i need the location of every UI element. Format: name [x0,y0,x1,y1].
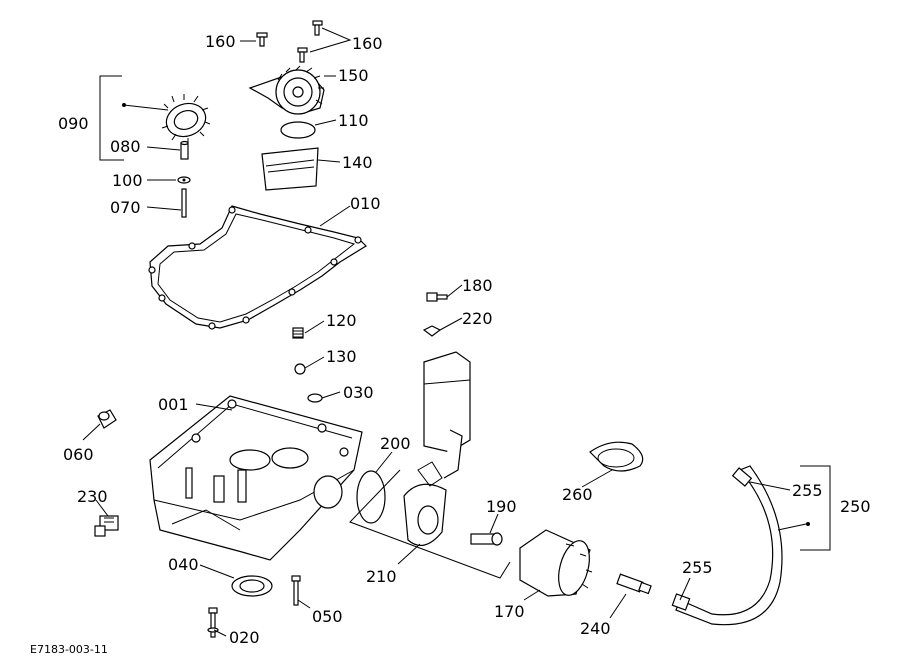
screw-160-c [297,47,308,63]
label-020: 020 [229,628,260,647]
shaft-080 [180,140,189,160]
spring-120 [292,327,304,339]
bracket-box-210 [349,469,511,579]
leader-lines [82,27,831,637]
nut-220 [422,325,442,337]
label-001: 001 [158,395,189,414]
label-080: 080 [110,137,141,156]
adapter-240 [616,573,652,595]
label-170: 170 [494,602,525,621]
oil-pan-001 [149,395,363,561]
label-120: 120 [326,311,357,330]
label-130: 130 [326,347,357,366]
label-190: 190 [486,497,517,516]
idle-gear-090 [161,94,211,144]
label-210: 210 [366,567,397,586]
label-160: 160 [205,32,236,51]
filter-bracket-210 [403,351,471,547]
bolt-050 [291,575,301,606]
label-040: 040 [168,555,199,574]
screw-160-a [256,32,268,47]
sensor-230 [94,515,119,537]
label-255: 255 [682,558,713,577]
label-110: 110 [338,111,369,130]
washer-030 [307,393,323,403]
oil-strainer-140 [261,147,319,191]
label-070: 070 [110,198,141,217]
label-240: 240 [580,619,611,638]
gasket-010 [148,205,367,330]
label-255: 255 [792,481,823,500]
label-180: 180 [462,276,493,295]
label-140: 140 [342,153,373,172]
bolt-020 [207,607,219,638]
seal-040 [231,575,273,597]
label-160: 160 [352,34,383,53]
gasket-260 [589,441,644,472]
o-ring-200 [356,470,386,524]
o-ring-110 [280,121,316,139]
drawing-code: E7183-003-11 [30,643,108,656]
label-100: 100 [112,171,143,190]
label-200: 200 [380,434,411,453]
screw-160-b [312,20,323,36]
plug-060 [97,409,117,429]
label-030: 030 [343,383,374,402]
ball-130 [294,363,306,375]
label-260: 260 [562,485,593,504]
hose-assembly-250 [671,465,783,626]
label-250: 250 [840,497,871,516]
label-220: 220 [462,309,493,328]
bolt-180 [426,292,448,302]
washer-100 [177,176,191,184]
label-150: 150 [338,66,369,85]
oil-filter-170 [519,529,593,597]
label-010: 010 [350,194,381,213]
union-190 [470,532,503,546]
oil-pump-150 [248,65,325,115]
label-230: 230 [77,487,108,506]
pin-070 [181,188,187,218]
label-090: 090 [58,114,89,133]
label-060: 060 [63,445,94,464]
label-050: 050 [312,607,343,626]
